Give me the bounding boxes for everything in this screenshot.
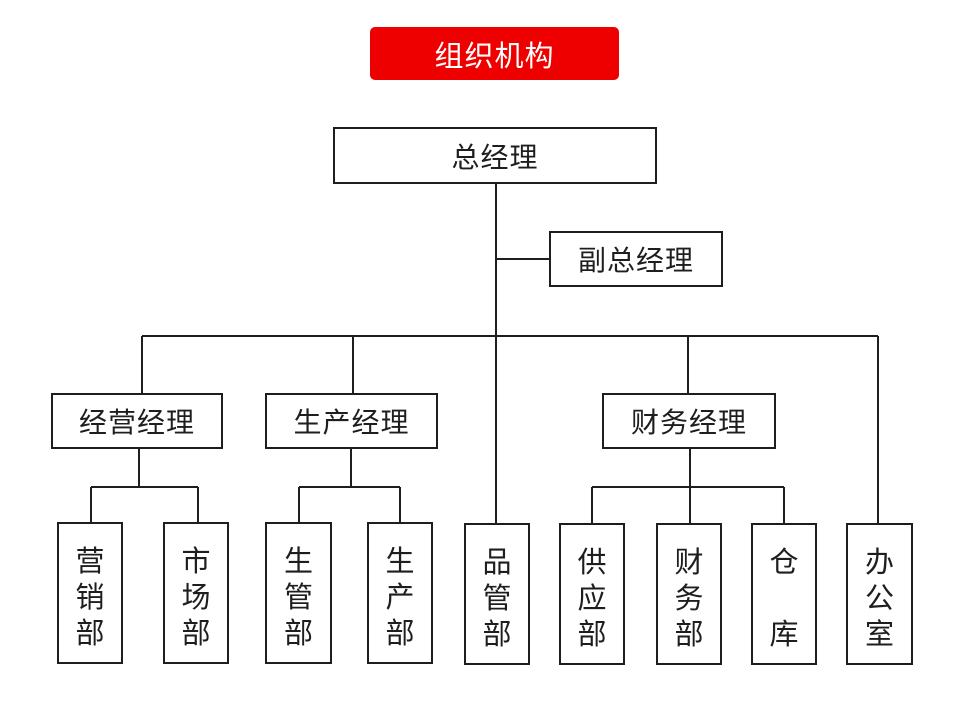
node-production-manager: 生产经理 [265, 393, 438, 449]
dept-char: 部 [283, 616, 313, 650]
dept-char: 产 [385, 580, 415, 614]
dept-char: 室 [864, 617, 894, 651]
node-label: 生产经理 [293, 406, 410, 439]
dept-char: 库 [769, 617, 799, 651]
dept-office: 办 公 室 [846, 523, 913, 665]
dept-char: 生 [385, 544, 415, 578]
dept-char: 营 [75, 544, 105, 578]
dept-char: 管 [482, 581, 512, 615]
dept-char: 场 [181, 580, 211, 614]
node-label: 总经理 [451, 140, 539, 174]
dept-char: 部 [75, 616, 105, 650]
dept-char: 公 [864, 581, 894, 615]
dept-char: 品 [482, 545, 512, 579]
title-badge: 组织机构 [370, 27, 619, 80]
dept-char: 部 [577, 617, 607, 651]
dept-char: 务 [674, 581, 704, 615]
node-finance-manager: 财务经理 [602, 393, 776, 449]
dept-char: 部 [385, 616, 415, 650]
node-operations-manager: 经营经理 [51, 393, 223, 449]
dept-market: 市 场 部 [163, 522, 229, 664]
dept-char: 仓 [769, 545, 799, 579]
dept-char: 部 [181, 616, 211, 650]
dept-quality-control: 品 管 部 [464, 523, 530, 665]
dept-char: 销 [75, 580, 105, 614]
dept-char: 管 [283, 580, 313, 614]
dept-char: 供 [577, 545, 607, 579]
dept-finance: 财 务 部 [656, 523, 722, 665]
dept-production: 生 产 部 [367, 522, 433, 664]
dept-warehouse: 仓 库 [751, 523, 817, 665]
node-deputy-general-manager: 副总经理 [549, 231, 723, 287]
dept-char: 应 [577, 581, 607, 615]
dept-supply: 供 应 部 [559, 523, 625, 665]
dept-char: 生 [283, 544, 313, 578]
dept-char: 市 [181, 544, 211, 578]
chart-title: 组织机构 [434, 38, 555, 73]
dept-char: 办 [864, 545, 894, 579]
dept-production-management: 生 管 部 [265, 522, 332, 664]
dept-char: 部 [482, 617, 512, 651]
dept-sales: 营 销 部 [57, 522, 123, 664]
node-label: 经营经理 [78, 406, 195, 439]
node-label: 副总经理 [577, 244, 694, 277]
dept-char: 部 [674, 617, 704, 651]
node-label: 财务经理 [630, 406, 747, 439]
node-general-manager: 总经理 [333, 127, 657, 184]
dept-char: 财 [674, 545, 704, 579]
dept-char [753, 580, 815, 616]
